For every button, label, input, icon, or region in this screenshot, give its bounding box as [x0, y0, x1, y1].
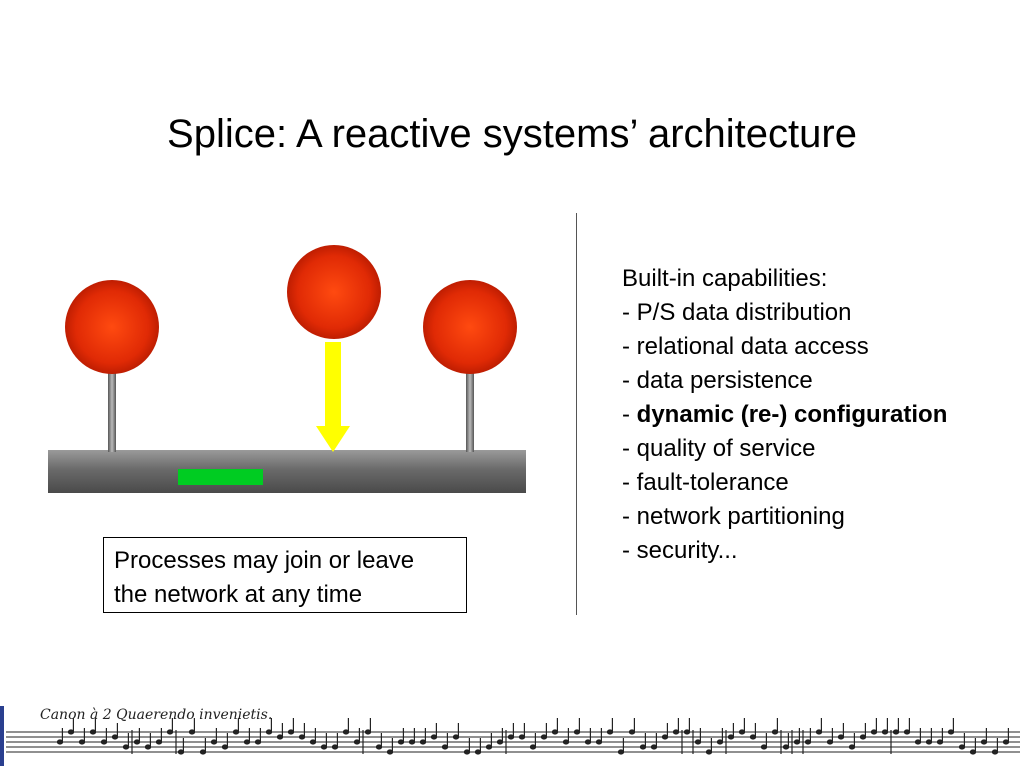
node-pole-left: [108, 372, 116, 452]
caption-line-2: the network at any time: [114, 581, 363, 608]
process-node-right: [423, 280, 517, 374]
list-item: - security...: [622, 537, 738, 564]
list-item: - dynamic (re-) configuration: [622, 401, 948, 428]
capabilities-list: Built-in capabilities: - P/S data distri…: [622, 262, 1017, 568]
list-item: - relational data access: [622, 333, 869, 360]
process-node-center: [287, 245, 381, 339]
list-item: - network partitioning: [622, 503, 845, 530]
footer-accent-bar: [0, 706, 4, 766]
score-caption: Canon à 2 Quaerendo invenietis.: [40, 707, 273, 723]
list-item: - quality of service: [622, 435, 816, 462]
column-divider: [576, 213, 577, 615]
architecture-diagram: [48, 245, 526, 493]
network-bus: [48, 450, 526, 493]
list-item: - data persistence: [622, 367, 813, 394]
music-staff-icon: [6, 718, 1020, 755]
list-item: - P/S data distribution: [622, 299, 852, 326]
join-arrow: [316, 342, 350, 452]
data-marker: [178, 469, 263, 485]
process-node-left: [65, 280, 159, 374]
music-score-footer: [0, 700, 1024, 768]
caption-line-1: Processes may join or leave: [114, 547, 415, 574]
music-notes: [56, 718, 1010, 755]
caption-box: Processes may join or leave the network …: [103, 537, 467, 613]
capabilities-heading: Built-in capabilities:: [622, 265, 828, 292]
list-item: - fault-tolerance: [622, 469, 789, 496]
page-title: Splice: A reactive systems’ architecture: [167, 112, 857, 156]
node-pole-right: [466, 372, 474, 452]
